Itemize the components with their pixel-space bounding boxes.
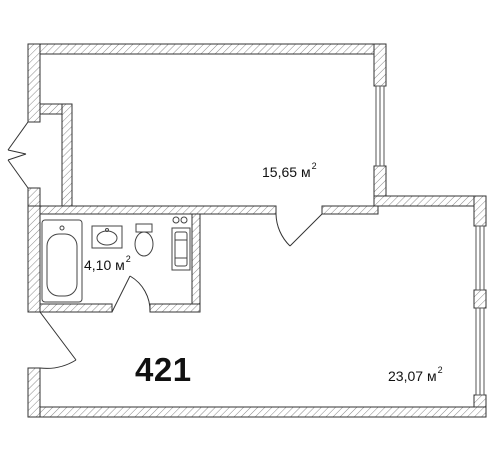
outer-walls <box>27 43 487 418</box>
door-entrance-upper <box>7 121 29 189</box>
riser-icon <box>172 216 188 224</box>
partition-bath-bottom-b <box>149 303 201 313</box>
washing-machine-icon <box>171 227 191 271</box>
wall-right-upper-a <box>373 43 387 87</box>
partition-bath-bottom-a <box>39 303 113 313</box>
window-main-right-2 <box>475 307 485 396</box>
bathtub-icon <box>41 219 83 303</box>
wall-left-main <box>27 367 41 418</box>
wall-right-main-b <box>473 289 487 309</box>
wall-left-bath <box>27 205 41 313</box>
apartment-number: 421 <box>135 351 192 388</box>
wall-top <box>27 43 387 55</box>
washbasin-icon <box>91 225 123 249</box>
partition-bath-right <box>191 213 201 313</box>
interior-walls <box>39 205 379 313</box>
room-living-area: 15,65 м2 <box>262 161 317 180</box>
windows <box>375 85 485 396</box>
wall-step <box>373 195 487 207</box>
bathroom-fixtures <box>41 216 191 303</box>
toilet-icon <box>134 223 154 257</box>
window-upper-right <box>375 85 385 167</box>
door-bathroom <box>111 275 151 313</box>
wall-left-upper <box>27 43 41 123</box>
wall-right-main-a <box>473 195 487 227</box>
partition-horizontal-a <box>39 205 277 215</box>
door-entrance-main <box>39 311 77 369</box>
room-main-area: 23,07 м2 <box>388 365 443 384</box>
window-main-right-1 <box>475 225 485 291</box>
door-upper-main <box>275 213 323 247</box>
partition-horizontal-b <box>321 205 379 215</box>
room-bath-area: 4,10 м2 <box>84 254 131 273</box>
wall-bottom <box>27 406 487 418</box>
doors <box>7 121 323 369</box>
wall-recess-column <box>61 103 73 207</box>
